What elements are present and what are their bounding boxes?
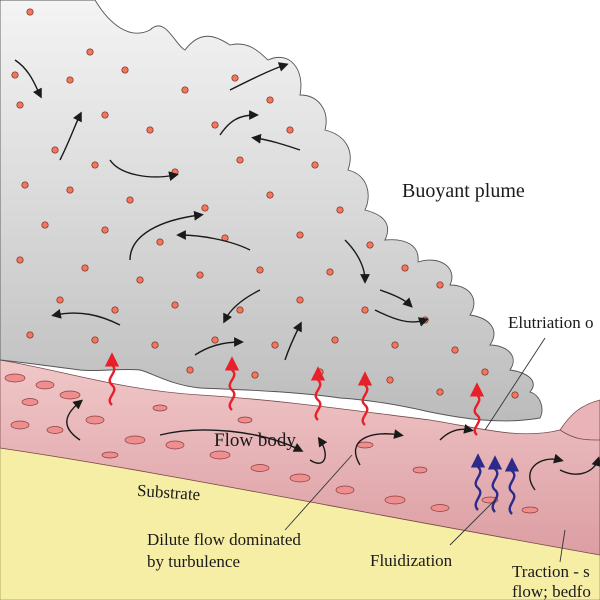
- elutriation-arrows: [104, 352, 485, 436]
- traction-label-line1: Traction - s: [512, 562, 590, 581]
- flow-body-layer: [0, 359, 600, 556]
- dilute-flow-label-line2: by turbulence: [147, 552, 240, 571]
- fluidization-arrows: [470, 453, 520, 515]
- buoyant-plume: [0, 0, 543, 422]
- buoyant-plume-label: Buoyant plume: [402, 180, 525, 202]
- traction-label-line2: flow; bedfo: [512, 582, 591, 600]
- flow-body-label: Flow body: [214, 430, 296, 451]
- fluidization-label: Fluidization: [370, 551, 453, 570]
- flow-body-clasts: [4, 373, 539, 514]
- leader-lines: [284, 337, 566, 563]
- circulation-arrows: [14, 59, 600, 491]
- flow-tail-lobe: [559, 399, 600, 441]
- dilute-flow-label-line1: Dilute flow dominated: [147, 530, 301, 549]
- plume-particles: [11, 8, 519, 399]
- elutriation-label: Elutriation o: [508, 313, 594, 332]
